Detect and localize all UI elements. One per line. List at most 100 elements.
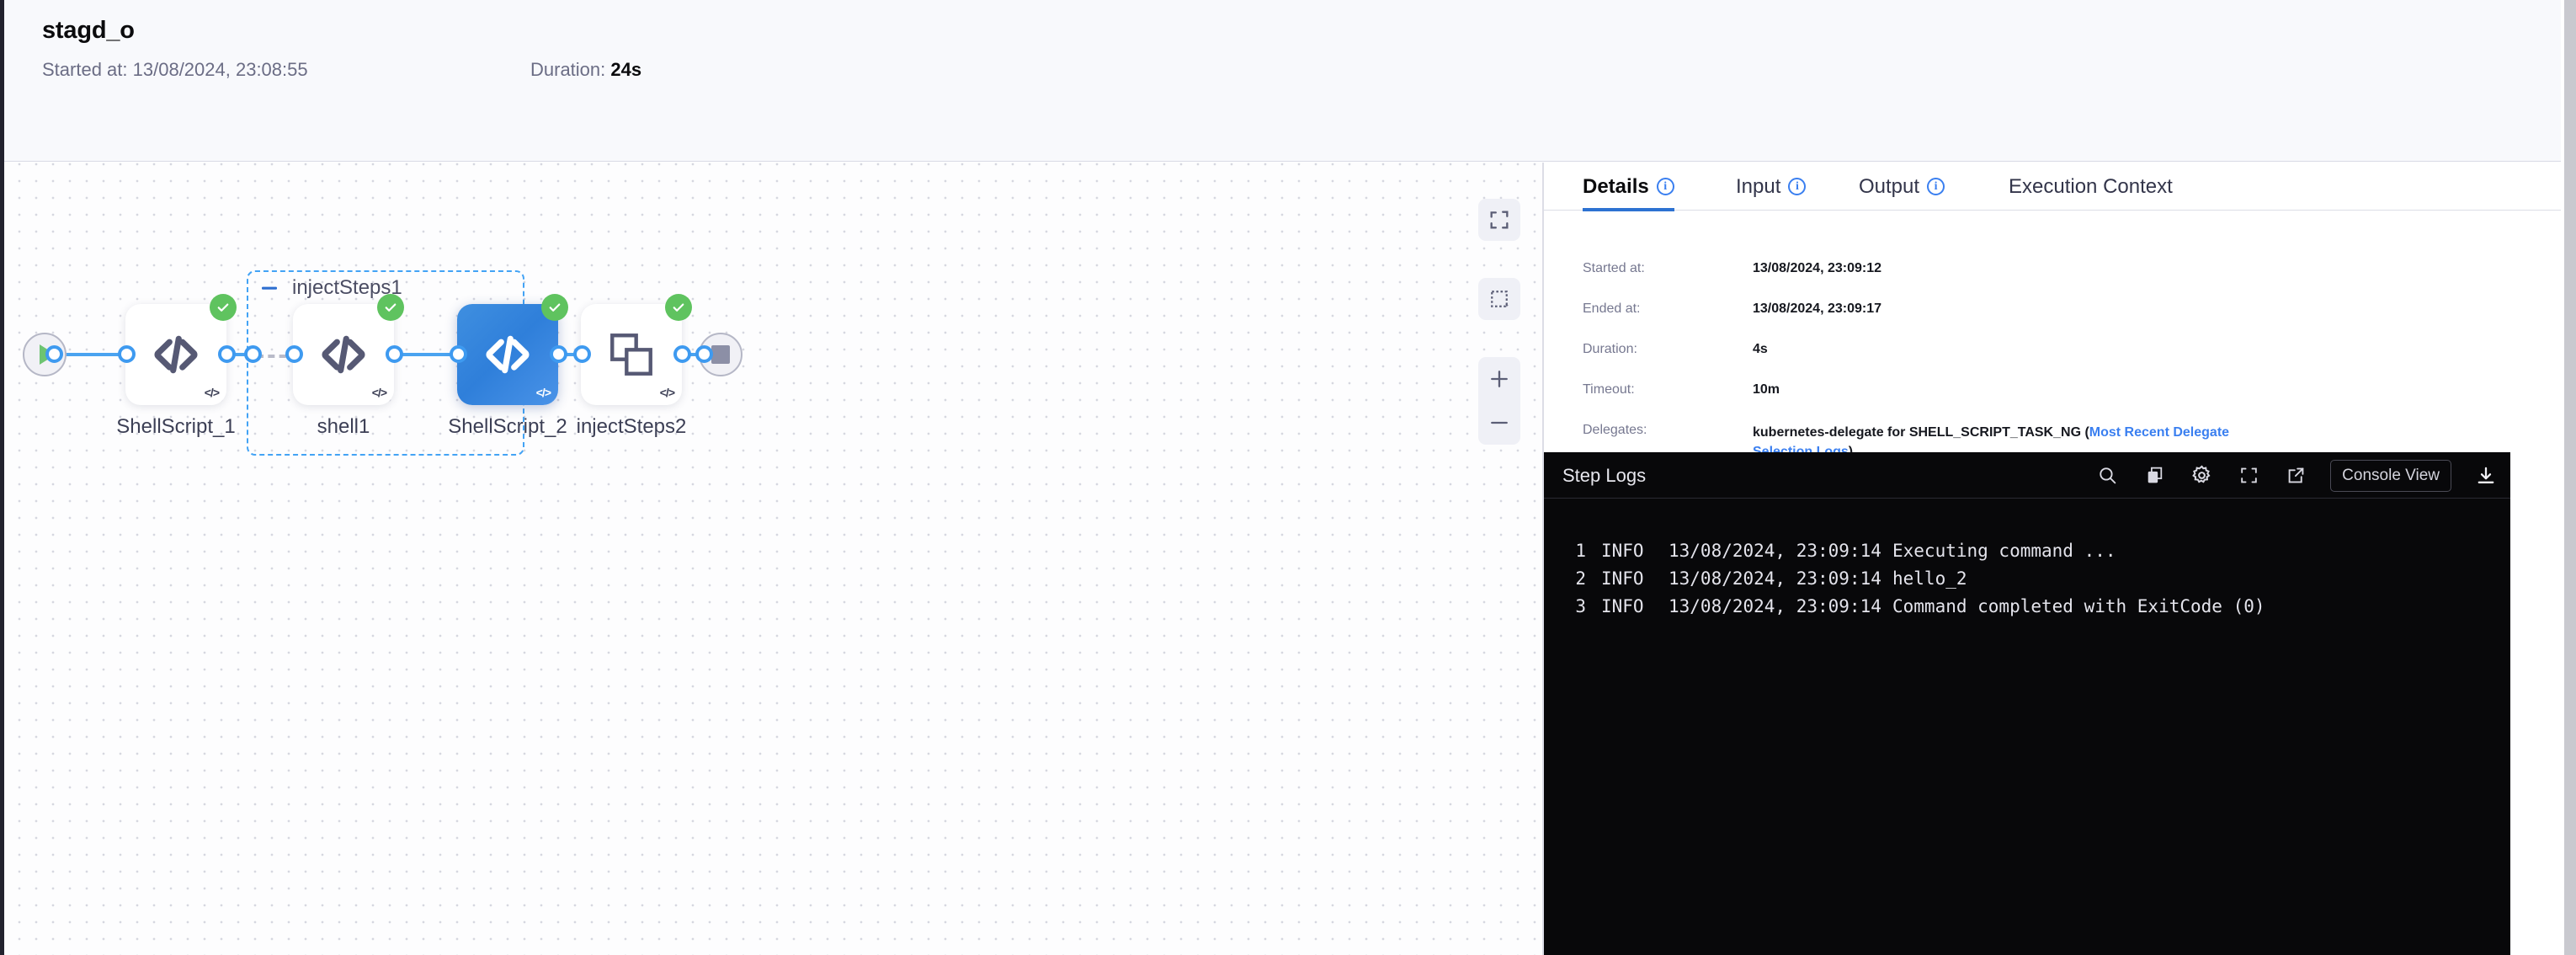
pipeline-canvas[interactable]: injectSteps1 </> ShellScript_1 [4,163,1542,955]
code-icon [486,335,530,374]
step-type-badge: </> [204,386,220,399]
log-line-level: INFO [1601,568,1644,589]
started-at-value: 13/08/2024, 23:09:12 [1753,261,1882,275]
port-start-out[interactable] [45,345,63,363]
node-injectsteps2[interactable]: </> [581,294,692,405]
tab-details[interactable]: Details i [1583,163,1674,211]
step-logs-tools: Console View [2094,452,2499,499]
fit-to-screen-button[interactable] [1478,199,1520,241]
edge-group-in-dashed [257,355,297,358]
step-type-badge: </> [659,386,675,399]
code-icon [322,335,365,374]
port-group-in[interactable] [244,345,262,363]
end-node[interactable] [699,333,742,376]
node-label-shellscript-2: ShellScript_2 [448,415,567,438]
log-line-number: 1 [1575,540,1586,561]
download-icon[interactable] [2473,463,2499,488]
node-label-injectsteps2: injectSteps2 [576,415,687,438]
tab-details-label: Details [1583,174,1649,198]
minus-icon [1491,421,1508,424]
tab-output[interactable]: Output i [1859,163,1945,211]
edge-start-to-shellscript1 [51,353,135,356]
duration-value: 4s [1753,342,1768,356]
log-line-level: INFO [1601,595,1644,616]
status-success-icon [541,294,568,321]
header-duration-label: Duration: [530,59,606,80]
log-line-number: 3 [1575,595,1586,616]
log-line: 3 INFO 13/08/2024, 23:09:14 Command comp… [1544,592,2510,620]
node-label-shellscript-1: ShellScript_1 [116,415,236,438]
log-lines[interactable]: 1 INFO 13/08/2024, 23:09:14 Executing co… [1544,536,2510,620]
right-gutter [2561,0,2564,955]
step-logs-toolbar: Step Logs Console View [1544,452,2510,499]
delegates-text-end: ) [1849,445,1853,459]
port-shell1-out[interactable] [386,345,403,363]
port-end-in[interactable] [695,345,713,363]
log-line-level: INFO [1601,540,1644,561]
node-shellscript-2[interactable]: </> [457,294,568,405]
step-logs-panel: Step Logs Console View [1544,452,2510,955]
port-shellscript2-in[interactable] [450,345,467,363]
fit-screen-icon [1490,211,1509,229]
port-injectsteps2-in[interactable] [573,345,591,363]
delegates-label: Delegates: [1583,423,1647,437]
port-shell1-in[interactable] [285,345,303,363]
info-icon[interactable]: i [1788,178,1807,195]
started-at-label: Started at: [1583,261,1645,275]
header-started-at: Started at: 13/08/2024, 23:08:55 [42,59,308,81]
step-type-badge: </> [535,386,551,399]
execution-header: stagd_o Started at: 13/08/2024, 23:08:55… [4,0,2561,162]
log-line-message: Executing command ... [1892,540,2116,561]
search-icon[interactable] [2094,463,2120,488]
tab-input[interactable]: Input i [1736,163,1807,211]
zoom-out-button[interactable] [1478,401,1520,445]
zoom-controls[interactable] [1478,357,1520,445]
tab-output-label: Output [1859,174,1920,198]
selection-box-icon [1491,291,1509,307]
log-line-timestamp: 13/08/2024, 23:09:14 [1669,595,1881,616]
log-line-timestamp: 13/08/2024, 23:09:14 [1669,568,1881,589]
status-success-icon [665,294,692,321]
panel-tabs: Details i Input i Output i Execution Con… [1544,163,2561,211]
log-line: 2 INFO 13/08/2024, 23:09:14 hello_2 [1544,564,2510,592]
selection-box-button[interactable] [1478,278,1520,320]
edge-group-to-shellscript2 [390,353,459,356]
log-line-timestamp: 13/08/2024, 23:09:14 [1669,540,1881,561]
ended-at-value: 13/08/2024, 23:09:17 [1753,301,1882,316]
delegates-text: kubernetes-delegate for SHELL_SCRIPT_TAS… [1753,425,2089,440]
zoom-in-button[interactable] [1478,357,1520,401]
header-started-label: Started at: [42,59,128,80]
status-success-icon [210,294,237,321]
port-injectsteps2-out[interactable] [673,345,691,363]
timeout-label: Timeout: [1583,382,1635,397]
node-label-shell1: shell1 [317,415,370,438]
log-line-number: 2 [1575,568,1586,589]
step-logs-title: Step Logs [1562,465,1647,486]
fullscreen-icon[interactable] [2236,463,2261,488]
info-icon[interactable]: i [1927,178,1945,195]
port-shellscript2-out[interactable] [550,345,567,363]
log-line-message: Command completed with ExitCode (0) [1892,595,2265,616]
node-shellscript-1[interactable]: </> [125,294,237,405]
log-line-message: hello_2 [1892,568,1967,589]
page-scrollbar[interactable] [2564,0,2576,955]
port-shellscript1-in[interactable] [118,345,136,363]
node-shell1[interactable]: </> [293,294,404,405]
port-shellscript1-out[interactable] [218,345,236,363]
code-icon [154,335,198,374]
header-duration: Duration: 24s [530,59,641,81]
header-duration-value: 24s [610,59,642,80]
minus-icon[interactable] [258,277,280,299]
duration-label: Duration: [1583,342,1637,356]
tab-input-label: Input [1736,174,1781,198]
console-view-button[interactable]: Console View [2330,459,2451,492]
info-icon[interactable]: i [1656,178,1674,195]
gear-icon[interactable] [2189,463,2214,488]
external-link-icon[interactable] [2283,463,2308,488]
ended-at-label: Ended at: [1583,301,1641,316]
copy-squares-icon [610,333,652,376]
stop-icon [711,345,730,364]
copy-icon[interactable] [2142,463,2167,488]
tab-execution-context[interactable]: Execution Context [2009,163,2173,211]
